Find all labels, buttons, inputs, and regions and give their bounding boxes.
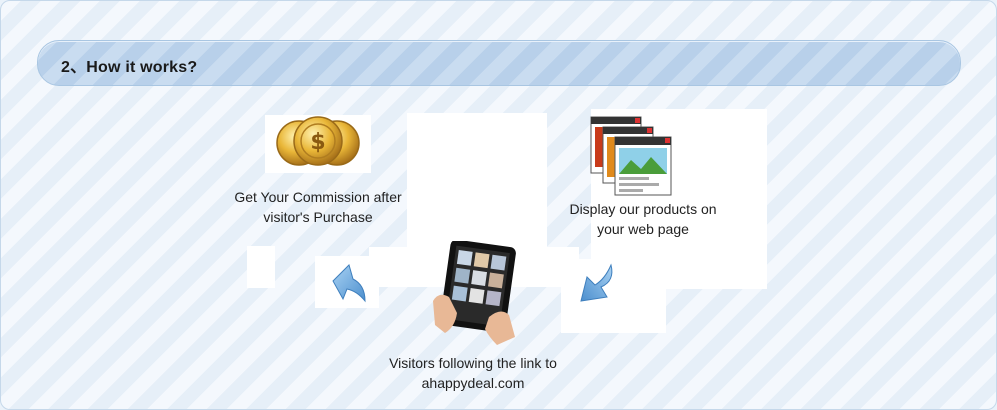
display-caption-line1: Display our products on xyxy=(569,201,717,217)
down-left-arrow-icon xyxy=(580,263,613,302)
section-title: 2、How it works? xyxy=(61,59,198,76)
visitors-caption-line2: ahappydeal.com xyxy=(421,375,525,391)
visitors-caption: Visitors following the link to ahappydea… xyxy=(373,353,573,393)
display-caption-line2: your web page xyxy=(597,221,689,237)
section-header-bar xyxy=(37,40,961,86)
commission-caption-line1: Get Your Commission after xyxy=(234,189,402,205)
commission-caption-line2: visitor's Purchase xyxy=(263,209,373,225)
svg-text:$: $ xyxy=(310,130,325,155)
up-left-arrow-icon xyxy=(332,264,366,303)
center-backdrop xyxy=(407,113,547,263)
tablet-hands-icon xyxy=(433,241,516,345)
visitors-caption-line1: Visitors following the link to xyxy=(389,355,557,371)
commission-caption: Get Your Commission after visitor's Purc… xyxy=(223,187,413,227)
browser-windows-icon xyxy=(590,116,672,196)
gold-coins-icon: $ xyxy=(276,116,360,166)
arrow-right-backdrop xyxy=(561,259,666,333)
display-caption: Display our products on your web page xyxy=(553,199,733,239)
left-backdrop xyxy=(247,246,275,288)
